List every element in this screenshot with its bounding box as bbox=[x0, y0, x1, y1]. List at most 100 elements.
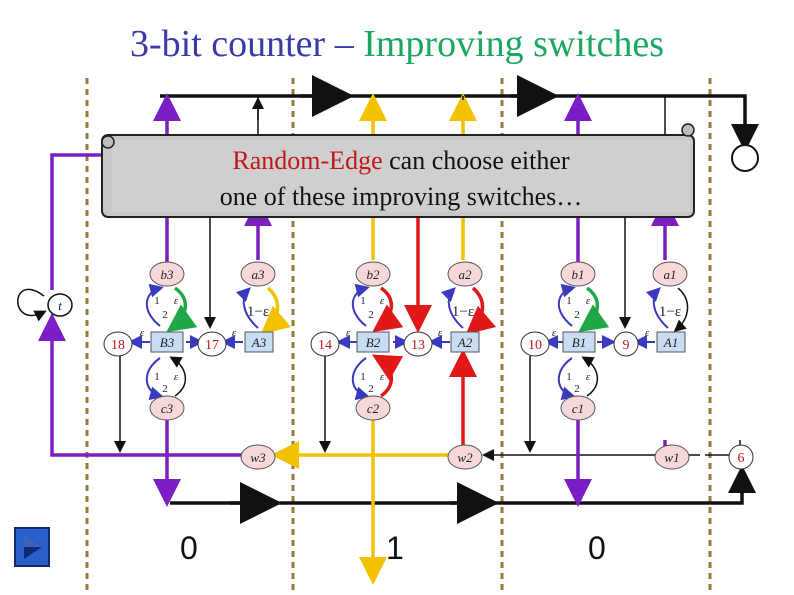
node-A3: A3 bbox=[244, 331, 274, 353]
svg-text:ε: ε bbox=[140, 327, 145, 339]
svg-text:ε: ε bbox=[586, 295, 591, 307]
priority-10: 10 bbox=[520, 331, 550, 357]
node-B1: B1 bbox=[562, 331, 596, 353]
priority-17: 17 bbox=[197, 331, 227, 357]
nav-button-icon bbox=[24, 535, 42, 559]
node-b2: b2 bbox=[355, 261, 391, 287]
svg-text:w2: w2 bbox=[457, 450, 473, 465]
svg-text:w3: w3 bbox=[250, 450, 266, 465]
node-A2: A2 bbox=[450, 331, 480, 353]
callout-highlight: Random-Edge bbox=[232, 146, 383, 175]
svg-text:17: 17 bbox=[205, 338, 219, 353]
svg-text:a3: a3 bbox=[252, 267, 266, 282]
svg-text:ε: ε bbox=[380, 295, 385, 307]
node-B3: B3 bbox=[150, 331, 184, 353]
bit-2: 1 bbox=[386, 530, 404, 566]
svg-text:2: 2 bbox=[368, 309, 374, 321]
svg-text:ε: ε bbox=[174, 295, 179, 307]
node-a3: a3 bbox=[240, 261, 276, 287]
svg-text:18: 18 bbox=[111, 338, 125, 353]
svg-text:b2: b2 bbox=[367, 267, 381, 282]
svg-text:A3: A3 bbox=[251, 335, 267, 350]
svg-text:ε: ε bbox=[174, 371, 179, 383]
svg-text:ε: ε bbox=[645, 327, 650, 339]
svg-text:ε: ε bbox=[346, 327, 351, 339]
node-w3: w3 bbox=[240, 444, 276, 470]
svg-text:ε: ε bbox=[552, 327, 557, 339]
label-1-eps-1: 1−ε bbox=[659, 304, 681, 320]
node-w2: w2 bbox=[447, 444, 483, 470]
svg-text:c3: c3 bbox=[161, 401, 174, 416]
top-bus bbox=[160, 75, 759, 152]
svg-text:6: 6 bbox=[738, 451, 745, 466]
svg-text:A2: A2 bbox=[457, 335, 473, 350]
slide-title: 3-bit counter – Improving switches bbox=[0, 22, 794, 66]
node-c1: c1 bbox=[560, 395, 596, 421]
node-c3: c3 bbox=[149, 395, 185, 421]
priority-14: 14 bbox=[310, 331, 340, 357]
svg-text:1: 1 bbox=[360, 295, 366, 307]
svg-text:2: 2 bbox=[574, 383, 580, 395]
label-1-eps-3: 1−ε bbox=[247, 304, 269, 320]
svg-text:9: 9 bbox=[623, 338, 630, 353]
svg-text:b3: b3 bbox=[161, 267, 175, 282]
callout-scroll bbox=[101, 123, 695, 218]
priority-18: 18 bbox=[103, 331, 133, 357]
sink-node bbox=[731, 144, 759, 172]
nav-button[interactable] bbox=[14, 527, 50, 567]
t-top-edge bbox=[50, 153, 112, 290]
svg-text:ε: ε bbox=[232, 327, 237, 339]
t-self-loop bbox=[17, 288, 47, 322]
priority-6: 6 bbox=[728, 444, 754, 470]
callout-text: Random-Edge can choose either one of the… bbox=[112, 143, 690, 215]
svg-text:ε: ε bbox=[380, 371, 385, 383]
column-separators bbox=[85, 78, 712, 590]
node-A1: A1 bbox=[656, 331, 686, 353]
svg-text:A1: A1 bbox=[663, 335, 678, 350]
svg-text:w1: w1 bbox=[664, 450, 679, 465]
node-B2: B2 bbox=[356, 331, 390, 353]
label-1-eps-2: 1−ε bbox=[452, 304, 474, 320]
node-w1: w1 bbox=[654, 444, 690, 470]
svg-text:2: 2 bbox=[574, 309, 580, 321]
svg-text:1: 1 bbox=[566, 295, 572, 307]
priority-9: 9 bbox=[613, 331, 639, 357]
bit-3: 0 bbox=[180, 530, 198, 566]
svg-text:c2: c2 bbox=[367, 401, 380, 416]
title-prefix: 3-bit counter – bbox=[129, 23, 364, 65]
svg-text:10: 10 bbox=[528, 338, 542, 353]
node-t bbox=[47, 293, 73, 317]
node-b3: b3 bbox=[149, 261, 185, 287]
svg-text:ε: ε bbox=[586, 371, 591, 383]
callout-line1: can choose either bbox=[382, 146, 570, 175]
svg-text:1: 1 bbox=[154, 371, 160, 383]
svg-text:1: 1 bbox=[360, 371, 366, 383]
svg-text:1: 1 bbox=[154, 295, 160, 307]
svg-text:2: 2 bbox=[368, 383, 374, 395]
node-a1: a1 bbox=[652, 261, 688, 287]
svg-text:B1: B1 bbox=[572, 335, 586, 350]
callout-line2: one of these improving switches… bbox=[219, 182, 583, 211]
svg-text:b1: b1 bbox=[572, 267, 585, 282]
node-c2: c2 bbox=[355, 395, 391, 421]
svg-text:B3: B3 bbox=[160, 335, 175, 350]
svg-text:2: 2 bbox=[162, 383, 168, 395]
svg-text:a2: a2 bbox=[459, 267, 473, 282]
svg-text:2: 2 bbox=[162, 309, 168, 321]
bottom-bus bbox=[170, 465, 756, 524]
svg-text:c1: c1 bbox=[572, 401, 584, 416]
svg-text:1: 1 bbox=[566, 371, 572, 383]
node-t-label: t bbox=[58, 298, 62, 313]
title-highlight: Improving switches bbox=[363, 23, 664, 65]
bit-1: 0 bbox=[588, 530, 606, 566]
priority-13: 13 bbox=[403, 331, 433, 357]
svg-text:14: 14 bbox=[318, 338, 332, 353]
svg-text:ε: ε bbox=[438, 327, 443, 339]
svg-text:B2: B2 bbox=[366, 335, 381, 350]
svg-text:a1: a1 bbox=[664, 267, 677, 282]
node-b1: b1 bbox=[560, 261, 596, 287]
node-a2: a2 bbox=[447, 261, 483, 287]
svg-text:13: 13 bbox=[411, 338, 425, 353]
